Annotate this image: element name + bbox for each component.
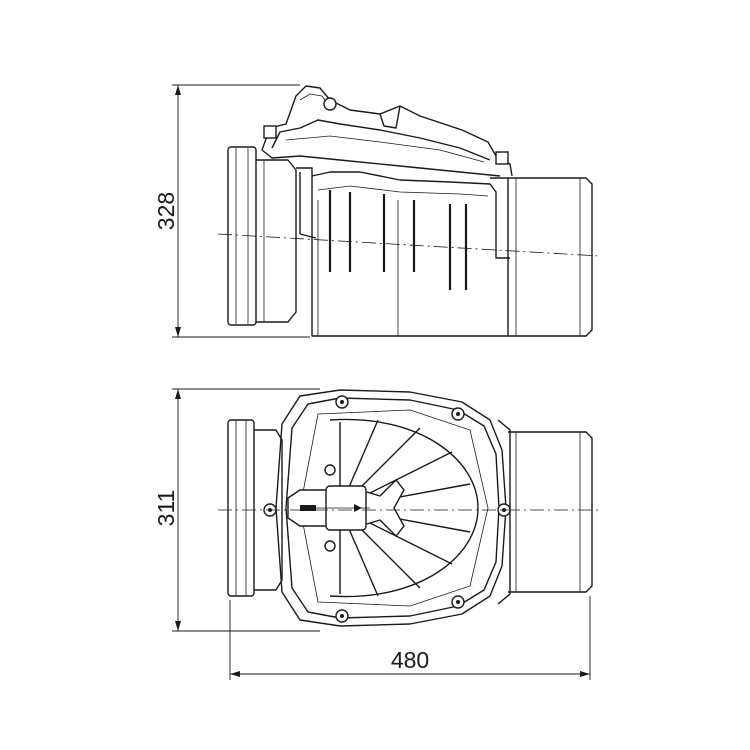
outlet-spigot-top xyxy=(497,419,593,605)
side-view: 328 xyxy=(153,84,601,338)
side-centerline xyxy=(217,233,601,257)
screws xyxy=(263,395,511,623)
side-height-dimension: 328 xyxy=(153,84,310,338)
inlet-socket-top xyxy=(227,419,283,597)
length-dimension: 480 xyxy=(229,596,591,680)
length-label: 480 xyxy=(391,647,429,673)
housing-top xyxy=(275,389,507,627)
flap-ribs xyxy=(299,172,468,290)
cover-lid xyxy=(261,85,513,177)
outlet-spigot xyxy=(508,177,593,337)
top-height-label: 311 xyxy=(153,490,179,527)
top-view: 311 xyxy=(153,388,600,632)
inlet-socket xyxy=(227,146,297,326)
top-height-dimension: 311 xyxy=(153,388,320,632)
valve-body xyxy=(296,167,510,337)
lever-handle xyxy=(287,478,405,538)
side-height-label: 328 xyxy=(153,192,179,230)
